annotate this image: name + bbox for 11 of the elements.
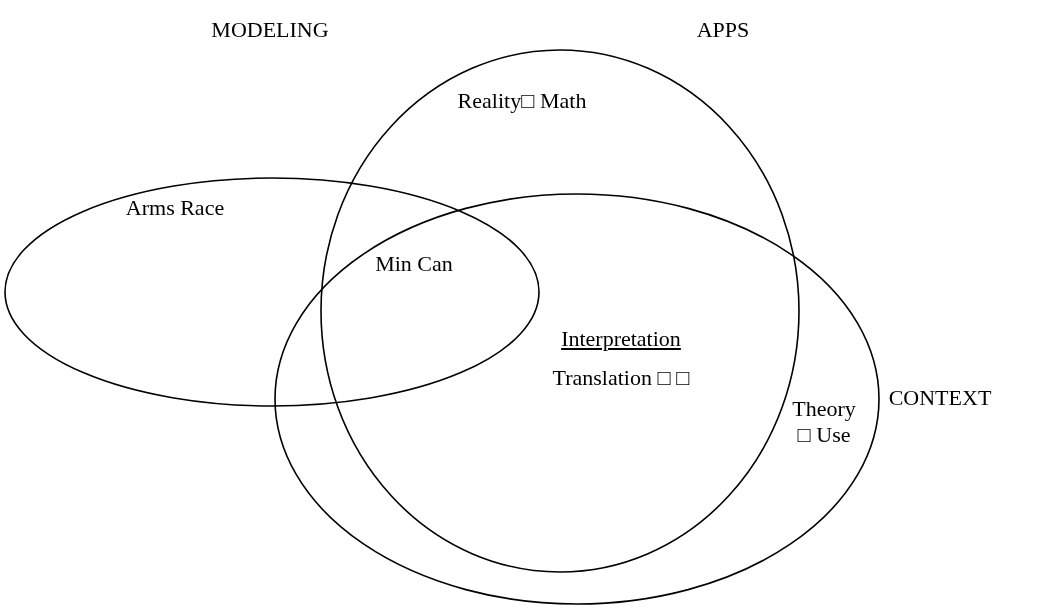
set-heading: APPS: [695, 17, 751, 43]
region-label: Theory □ Use: [792, 396, 856, 448]
region-label: Interpretation: [560, 326, 682, 352]
set-heading: CONTEXT: [887, 385, 993, 411]
region-label: Translation □ □: [551, 365, 691, 391]
set-heading: MODELING: [210, 17, 330, 43]
set-ellipse: [4, 177, 542, 407]
region-label: Arms Race: [124, 195, 226, 221]
region-label: Reality□ Math: [456, 88, 588, 114]
region-label: Min Can: [374, 251, 454, 277]
set-ellipse: [274, 193, 880, 605]
